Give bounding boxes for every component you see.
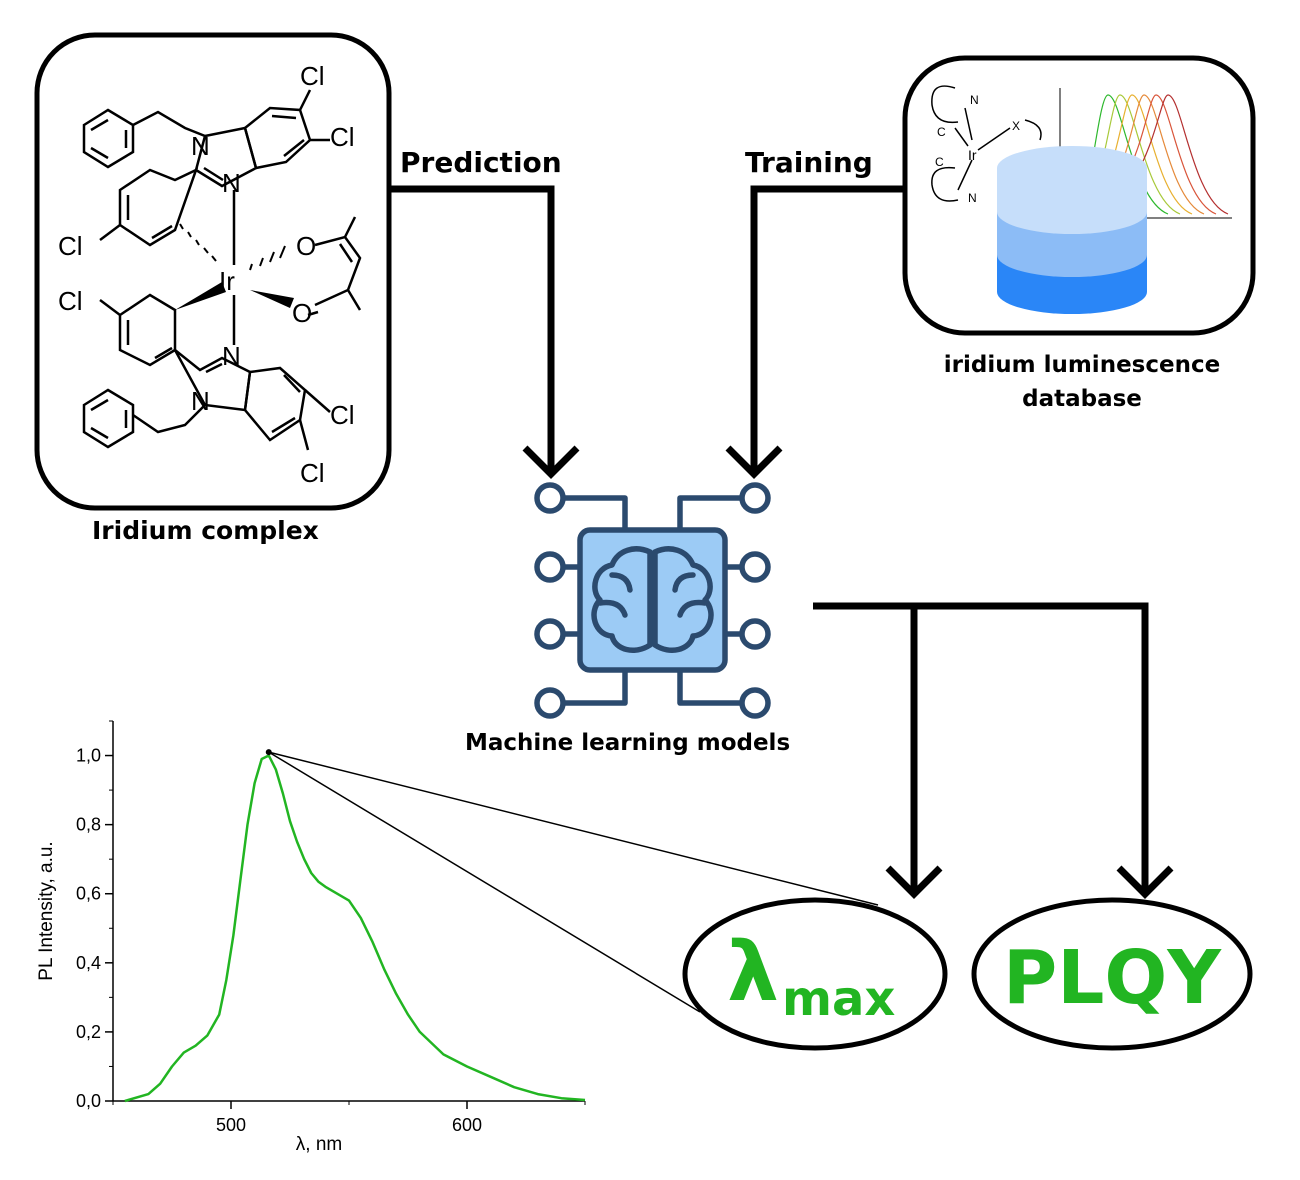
complex-caption: Iridium complex [92,516,319,545]
zoom-line-bottom [268,751,701,1013]
cylinder-cap [997,146,1147,190]
zoom-line-top [268,751,879,906]
db-atom-n1: N [970,93,979,107]
atom-cl2: Cl [330,122,355,152]
iridium-complex-structure [82,89,362,451]
peak-to-lambda-lines [268,751,879,1013]
atom-n3: N [222,341,241,371]
y-tick-label: 0,4 [76,953,101,973]
pl-spectrum-chart: 0,0 0,2 0,4 0,6 0,8 1,0 500 600 λ, nm PL Intensit… [36,720,586,1155]
imidazole-top [194,126,258,188]
x-axis-title: λ, nm [296,1134,342,1155]
db-atom-ir: Ir [968,147,977,163]
prediction-label: Prediction [400,146,562,179]
database-caption-line2: database [1022,386,1142,412]
lambda-subscript: max [782,971,895,1027]
y-tick-label: 1,0 [76,746,101,766]
atom-n2: N [191,131,210,161]
plqy-arrow [813,602,1149,890]
y-tick-label: 0,8 [76,815,101,835]
x-tick-label: 500 [216,1115,246,1135]
database-cylinder-icon [997,146,1147,314]
spectrum-series-1 [124,754,586,1103]
x-tick-label: 600 [452,1115,482,1135]
db-atom-c1: C [937,125,946,139]
flow-arrows [389,185,1174,899]
lambda-max-ellipse [682,897,948,1051]
benzyl-ring-bottom [82,388,135,449]
y-tick-label: 0,2 [76,1022,101,1042]
database-generic-structure [931,85,1042,202]
plqy-label: PLQY [1003,935,1222,1021]
brain-icon [591,546,714,653]
complex-box [34,32,392,511]
atom-ir: Ir [219,266,235,296]
atom-o2: O [292,298,312,328]
atom-cl6: Cl [300,458,325,488]
db-atom-x: X [1012,119,1020,133]
database-structure-labels: Ir N N C C X [935,93,1020,205]
atom-o1: O [296,231,316,261]
atom-cl5: Cl [330,400,355,430]
database-box [902,55,1256,336]
atom-n4: N [191,386,210,416]
prediction-arrow [389,185,555,470]
lambda-symbol: λ [727,925,779,1020]
training-arrowhead [725,445,783,479]
complex-atom-labels: Ir N N N N O O Cl Cl Cl Cl Cl Cl [58,61,355,488]
wedge-bond-1 [175,282,226,310]
plqy-arrowhead [1116,865,1174,899]
y-tick-label: 0,0 [76,1091,101,1111]
database-caption-line1: iridium luminescence [943,352,1221,378]
lambda-arrowhead [885,865,943,899]
atom-cl1: Cl [300,61,325,91]
training-arrow [750,185,905,470]
plqy-ellipse [971,897,1253,1051]
db-atom-n2: N [968,191,977,205]
benzyl-ring-top [82,108,135,169]
wedge-bond-2 [250,290,294,308]
model-caption: Machine learning models [465,730,791,756]
db-atom-c2: C [935,155,944,169]
training-label: Training [745,146,873,179]
prediction-arrowhead [522,445,580,479]
atom-cl4: Cl [58,286,83,316]
machine-learning-icon [534,482,771,719]
y-axis-title: PL Intensity, a.u. [36,841,57,980]
y-tick-label: 0,6 [76,884,101,904]
phenyl-top [118,167,199,247]
atom-cl3: Cl [58,231,83,261]
atom-n1: N [222,168,241,198]
